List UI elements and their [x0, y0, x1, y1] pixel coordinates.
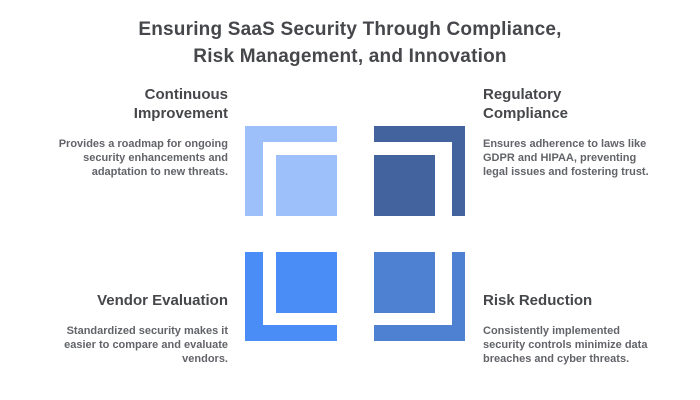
corner-bracket-icon — [245, 126, 337, 142]
bracket-square-bottom-right — [374, 252, 465, 341]
quadrant-description: Consistently implemented security contro… — [483, 325, 648, 365]
square-icon — [276, 155, 337, 216]
corner-bracket-icon — [245, 325, 337, 341]
corner-bracket-icon — [245, 126, 263, 216]
bracket-square-top-left — [245, 126, 337, 216]
corner-bracket-icon — [452, 252, 465, 341]
bracket-square-top-right — [374, 126, 465, 216]
corner-bracket-icon — [374, 126, 465, 142]
quadrant-heading: Regulatory Compliance — [483, 86, 569, 122]
corner-bracket-icon — [452, 126, 465, 216]
square-icon — [374, 252, 435, 313]
square-icon — [374, 155, 435, 216]
quadrant-risk-reduction: Risk Reduction Consistently implemented … — [483, 291, 663, 366]
quadrant-description: Standardized security makes it easier to… — [64, 325, 228, 365]
quadrant-description: Ensures adherence to laws like GDPR and … — [483, 138, 649, 178]
quadrant-regulatory-compliance: Regulatory Compliance Ensures adherence … — [483, 85, 663, 179]
quadrant-vendor-evaluation: Vendor Evaluation Standardized security … — [38, 291, 228, 366]
corner-bracket-icon — [374, 325, 465, 341]
quadrant-heading: Vendor Evaluation — [97, 292, 228, 309]
square-icon — [276, 252, 337, 313]
quadrant-description: Provides a roadmap for ongoing security … — [58, 138, 228, 178]
corner-bracket-icon — [245, 252, 263, 341]
page-title: Ensuring SaaS Security Through Complianc… — [138, 19, 562, 67]
center-bracket-graphic — [245, 126, 465, 341]
quadrant-heading: Risk Reduction — [483, 292, 593, 309]
quadrant-continuous-improvement: Continuous Improvement Provides a roadma… — [38, 85, 228, 179]
quadrant-heading: Continuous Improvement — [133, 86, 228, 122]
bracket-square-bottom-left — [245, 252, 337, 341]
